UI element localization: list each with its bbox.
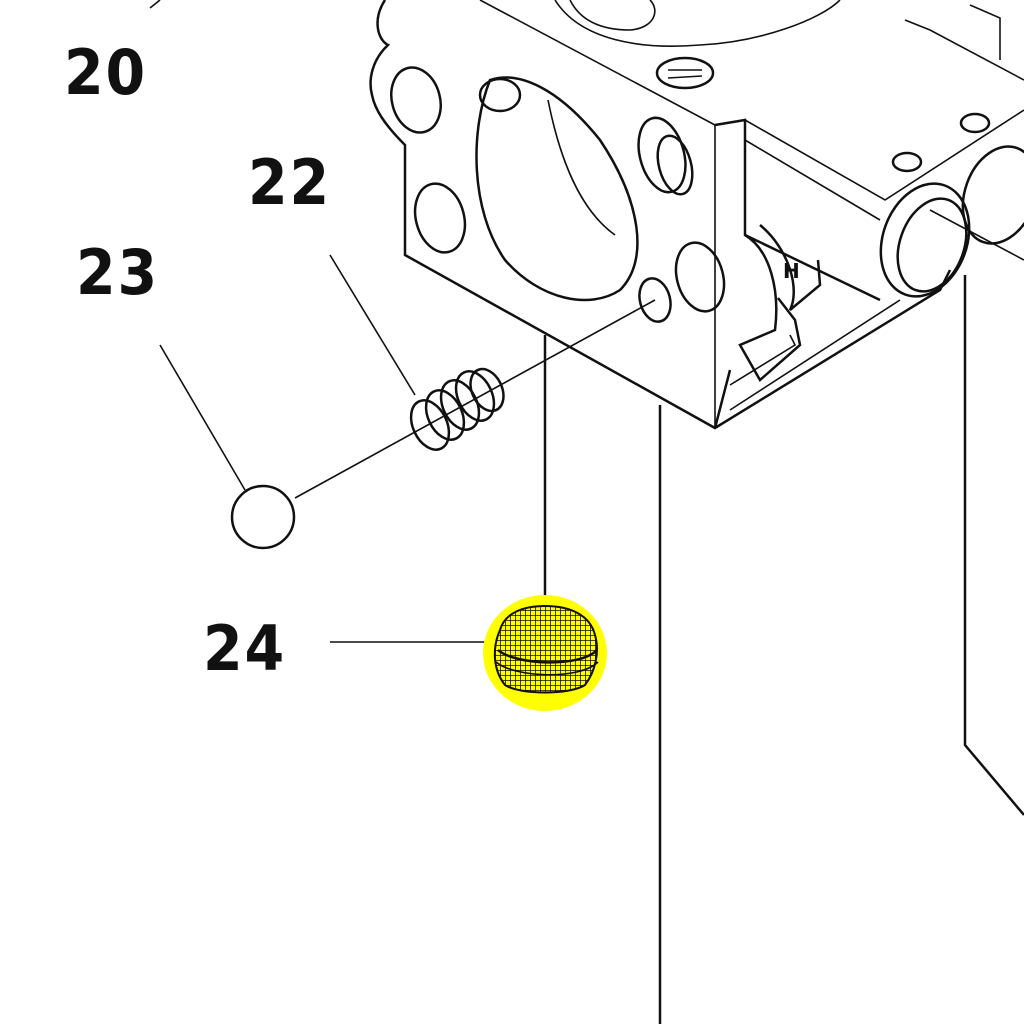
- callout-22: 22: [248, 146, 332, 219]
- callout-20: 20: [64, 36, 148, 109]
- part-marking-h: H: [783, 259, 800, 283]
- leader-line-23: [159, 344, 246, 491]
- callout-24: 24: [203, 612, 287, 685]
- carburetor-body: [369, 0, 1024, 1024]
- leader-line-20: [149, 0, 161, 9]
- leader-line-22: [329, 254, 416, 396]
- callout-23: 23: [76, 236, 160, 309]
- ball-part-23: [230, 484, 296, 550]
- spring-part-22: [409, 367, 505, 451]
- filter-screen-part-24[interactable]: [483, 595, 607, 711]
